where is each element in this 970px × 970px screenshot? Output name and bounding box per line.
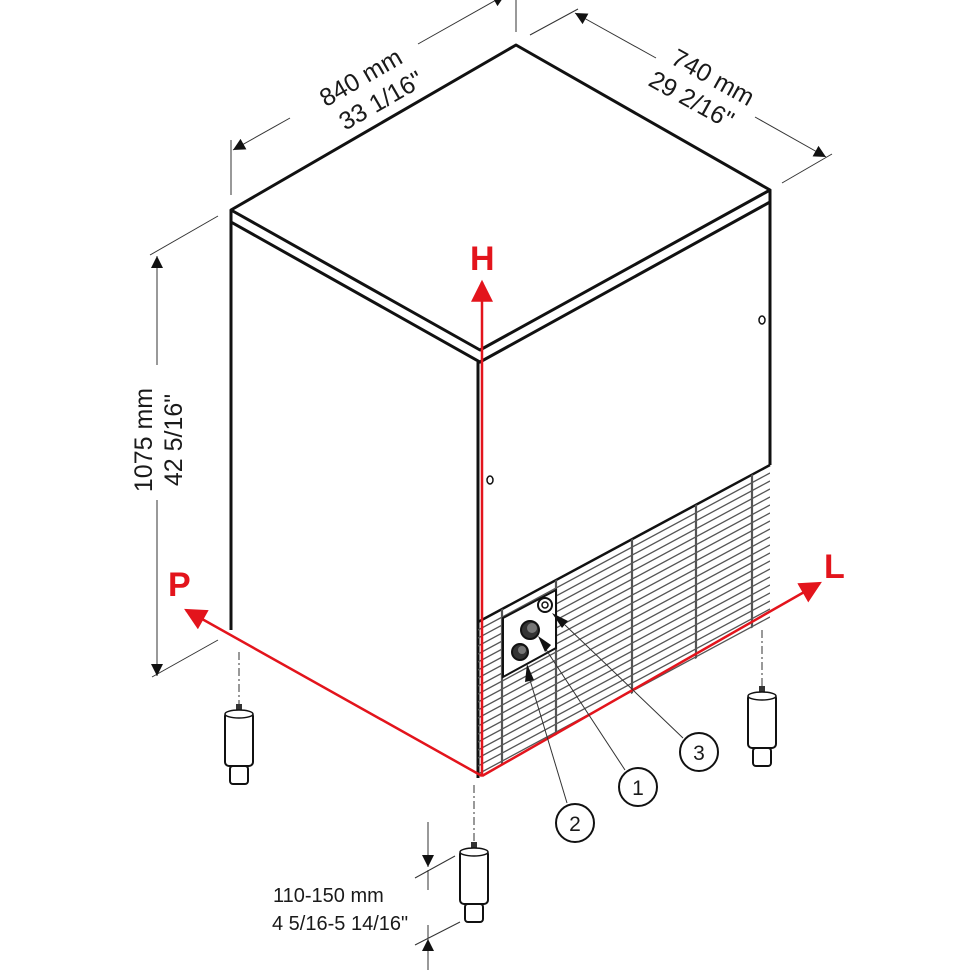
fitting-2-icon	[511, 643, 529, 661]
axis-label-p: P	[168, 566, 191, 604]
ventilation-grille	[477, 463, 771, 778]
callout-3: 3	[552, 613, 719, 772]
cabinet	[229, 43, 772, 778]
callout-3-label: 3	[693, 742, 705, 765]
callout-2-label: 2	[569, 813, 581, 836]
feet-mm-label: 110-150 mm	[273, 885, 384, 907]
feet-inch-label: 4 5/16-5 14/16"	[272, 913, 408, 935]
axis-p-line	[184, 608, 483, 778]
dimension-feet: 110-150 mm 4 5/16-5 14/16"	[272, 822, 461, 970]
axis-label-l: L	[824, 548, 845, 586]
fitting-1-icon	[520, 620, 540, 640]
adjustable-foot-left	[224, 652, 254, 785]
axis-label-h: H	[470, 240, 495, 278]
height-mm-label: 1075 mm	[130, 388, 158, 492]
dimension-height: 1075 mm 42 5/16"	[130, 215, 219, 678]
callout-1-label: 1	[632, 777, 644, 800]
fitting-3-icon	[537, 597, 553, 613]
callout-2: 2	[525, 664, 595, 843]
axis-l-line	[481, 581, 822, 778]
adjustable-foot-front	[459, 785, 489, 923]
axis-lines: H P L	[168, 240, 845, 778]
height-inch-label: 42 5/16"	[160, 394, 188, 486]
callout-1: 1	[538, 636, 658, 807]
adjustable-foot-right	[747, 630, 777, 767]
